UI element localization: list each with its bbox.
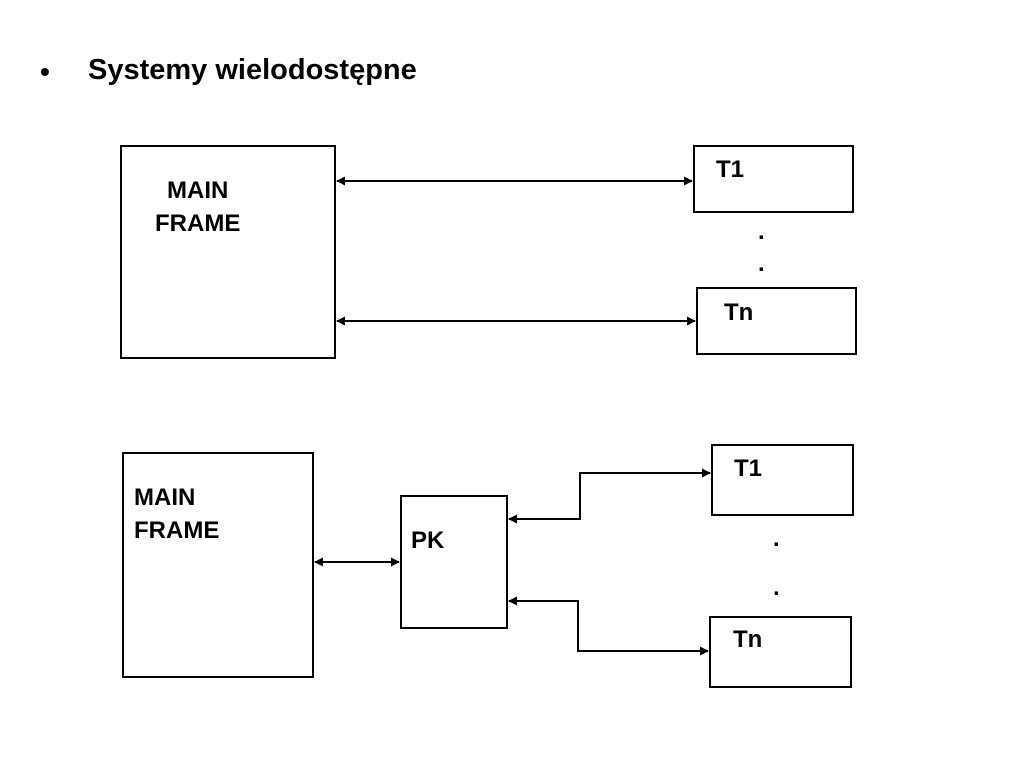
- mainframe-label: MAIN FRAME: [155, 177, 241, 237]
- terminal-t1-box: [711, 444, 854, 516]
- controller-pk-box: [400, 495, 508, 629]
- link-pk-tn: [508, 596, 709, 656]
- ellipsis-dot: .: [758, 250, 765, 277]
- slide-title: Systemy wielodostępne: [88, 54, 417, 86]
- terminal-t1-label: T1: [734, 455, 763, 482]
- mainframe-box: [120, 145, 336, 359]
- mainframe-label: MAIN FRAME: [134, 484, 220, 544]
- mainframe-box: [122, 452, 314, 678]
- terminal-tn-label: Tn: [724, 299, 754, 326]
- terminal-tn-label: Tn: [733, 626, 763, 653]
- ellipsis-dot: .: [773, 525, 780, 552]
- slide-bullet: •: [40, 56, 50, 87]
- ellipsis-dot: .: [773, 574, 780, 601]
- link-pk-t1: [508, 468, 711, 524]
- controller-pk-label: PK: [411, 527, 445, 554]
- terminal-tn-box: [709, 616, 852, 688]
- terminal-t1-box: [693, 145, 854, 213]
- terminal-tn-box: [696, 287, 857, 355]
- terminal-t1-label: T1: [716, 156, 745, 183]
- ellipsis-dot: .: [758, 218, 765, 245]
